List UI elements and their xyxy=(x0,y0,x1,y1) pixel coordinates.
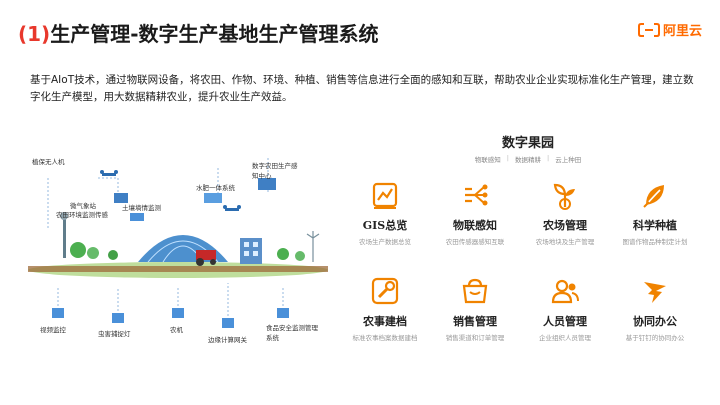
leaf-icon xyxy=(643,185,664,208)
card-personnel-management[interactable]: 人员管理 企业组织人员管理 xyxy=(520,272,610,354)
card-gis-overview[interactable]: GIS总览 农场生产数据总览 xyxy=(340,176,430,258)
basket-icon xyxy=(462,278,488,304)
label-center: 数字农田生产感知中心 xyxy=(252,162,298,180)
wrench-icon xyxy=(371,277,399,305)
label-soil: 土壤墒情监测 xyxy=(122,204,161,212)
label-food-safety: 食品安全监测管理系统 xyxy=(266,324,318,342)
panel-subtitle-item: 云上种田 xyxy=(555,156,582,164)
label-farm-env: 农田环境监测传感 xyxy=(56,211,108,219)
dingtalk-icon xyxy=(644,282,666,303)
card-iot-sensing[interactable]: 物联感知 农田传感器感知互联 xyxy=(430,176,520,258)
label-irrigation: 水肥一体系统 xyxy=(196,184,235,192)
card-sales-management[interactable]: 销售管理 销售渠道和订单管理 xyxy=(430,272,520,354)
panel-title: 数字果园 xyxy=(501,136,554,151)
label-weather: 微气象站 xyxy=(70,202,96,210)
card-name: 协同办公 xyxy=(633,315,677,328)
people-icon xyxy=(551,279,579,304)
card-desc: 基于钉钉的协同办公 xyxy=(625,334,685,342)
iot-sensor-icon xyxy=(465,184,488,206)
label-tractor: 农机 xyxy=(170,326,183,334)
card-name: 销售管理 xyxy=(453,315,497,328)
label-insect: 虫害捕捉灯 xyxy=(98,330,131,338)
card-name: 农场管理 xyxy=(543,219,587,232)
card-desc: 农场地块及生产管理 xyxy=(535,238,595,246)
page-title: (1)生产管理-数字生产基地生产管理系统 xyxy=(18,18,379,47)
farm-scene-graphic xyxy=(28,158,328,328)
card-desc: 标准农事档案数据建档 xyxy=(352,334,418,342)
card-name: 科学种植 xyxy=(633,219,677,232)
farm-illustration: 植保无人机 微气象站 农田环境监测传感 土壤墒情监测 水肥一体系统 数字农田生产… xyxy=(18,138,336,350)
label-edge: 边缘计算网关 xyxy=(208,336,247,344)
card-farming-records[interactable]: 农事建档 标准农事档案数据建档 xyxy=(340,272,430,354)
title-number: (1) xyxy=(18,22,51,46)
aliyun-logo: 阿里云 xyxy=(637,20,702,39)
description: 基于AIoT技术，通过物联网设备，将农田、作物、环境、种植、销售等信息进行全面的… xyxy=(30,74,694,103)
panel-subtitle-item: 物联感知 xyxy=(474,156,501,164)
panel-subtitle: 物联感知 | 数据精耕 | 云上种田 xyxy=(474,154,582,164)
card-collaborative-office[interactable]: 协同办公 基于钉钉的协同办公 xyxy=(610,272,700,354)
panel-subtitle-item: 数据精耕 xyxy=(515,156,541,164)
card-name: 人员管理 xyxy=(543,315,587,328)
aliyun-logo-icon xyxy=(637,22,660,37)
card-farm-management[interactable]: 农场管理 农场地块及生产管理 xyxy=(520,176,610,258)
card-desc: 销售渠道和订单管理 xyxy=(445,334,505,342)
feature-grid: GIS总览 农场生产数据总览 物联感知 农田传感器感知互联 农场管理 农场地块及… xyxy=(340,176,700,356)
logo-text: 阿里云 xyxy=(662,24,702,39)
card-name: GIS总览 xyxy=(362,219,408,232)
title-text: 生产管理-数字生产基地生产管理系统 xyxy=(50,22,379,46)
sprout-icon xyxy=(553,183,575,210)
gis-chart-icon xyxy=(372,182,398,209)
card-name: 物联感知 xyxy=(453,219,497,232)
card-desc: 农田传感器感知互联 xyxy=(445,238,505,246)
card-desc: 图谱作物品种制定计划 xyxy=(622,238,688,246)
label-drone: 植保无人机 xyxy=(32,158,65,166)
card-name: 农事建档 xyxy=(363,315,407,328)
label-camera: 视频监控 xyxy=(40,326,66,334)
card-desc: 企业组织人员管理 xyxy=(539,334,591,342)
card-scientific-planting[interactable]: 科学种植 图谱作物品种制定计划 xyxy=(610,176,700,258)
card-desc: 农场生产数据总览 xyxy=(359,238,411,246)
